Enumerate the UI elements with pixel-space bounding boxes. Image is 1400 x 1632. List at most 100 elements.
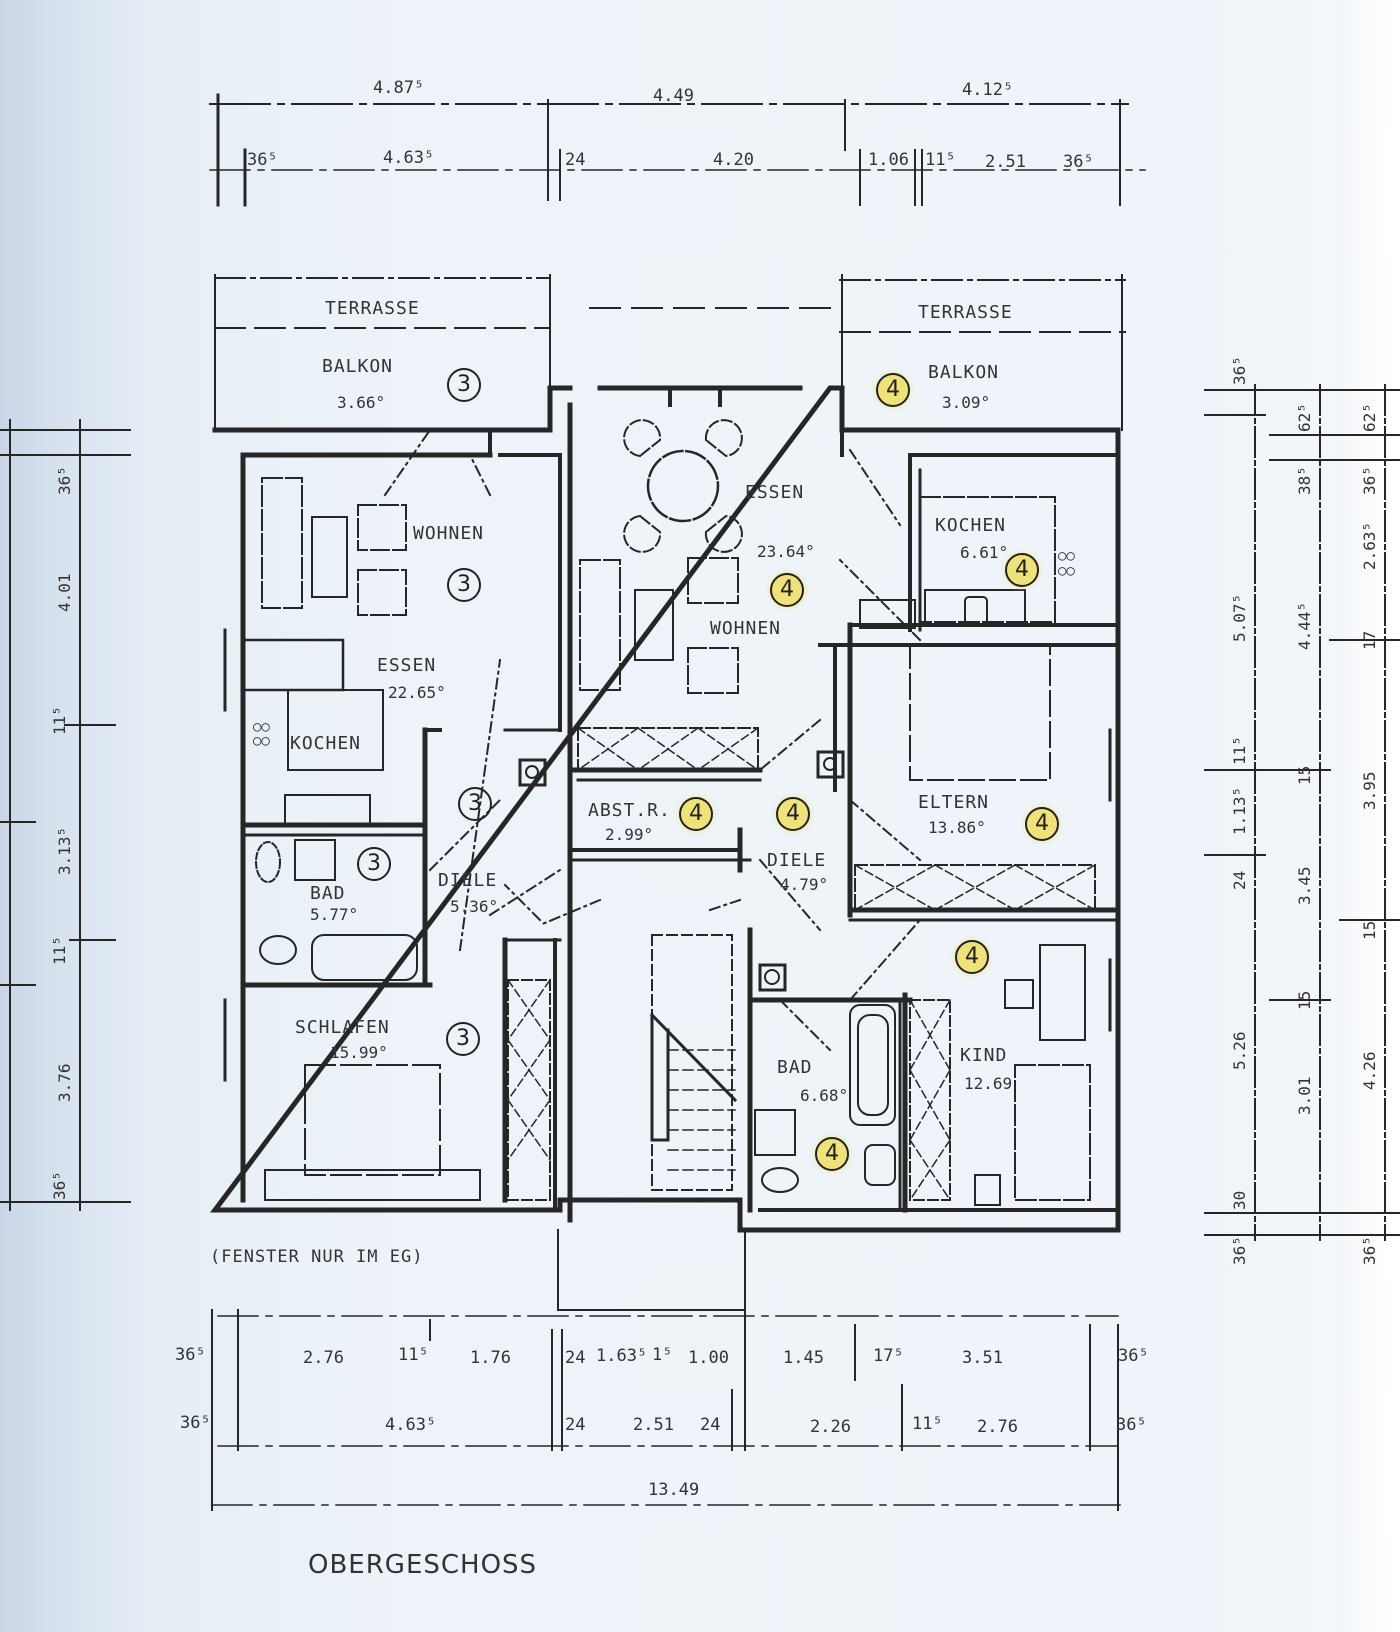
dim-bottom-1: 1.63⁵ xyxy=(596,1346,648,1366)
dim-right-b: 38⁵ xyxy=(1295,466,1314,495)
dim-right-c: 17 xyxy=(1360,630,1379,650)
room-area-bad-right: 6.68° xyxy=(800,1086,849,1105)
room-label-wohnen-left: WOHNEN xyxy=(413,523,485,544)
dim-right-a: 11⁵ xyxy=(1230,736,1249,765)
unit-badge-3: 3 xyxy=(447,368,481,402)
unit-badge-3: 3 xyxy=(446,1022,480,1056)
stove-icon: ○○○○ xyxy=(1058,548,1075,579)
dim-left: 11⁵ xyxy=(50,706,69,735)
room-label-terrasse-right: TERRASSE xyxy=(918,302,1013,323)
dim-right-a: 1.13⁵ xyxy=(1230,786,1249,835)
room-label-wohnen-right: WOHNEN xyxy=(710,618,782,639)
dim-left: 3.13⁵ xyxy=(55,826,74,875)
dim-right-b: 15 xyxy=(1295,765,1314,785)
dim-bottom-2: 36⁵ xyxy=(1116,1415,1147,1435)
unit-badge-4: 4 xyxy=(876,373,910,407)
dim-right-c: 36⁵ xyxy=(1360,466,1379,495)
unit-badge-4: 4 xyxy=(776,797,810,831)
dim-bottom-1: 17⁵ xyxy=(873,1346,904,1366)
dim-bottom-2: 36⁵ xyxy=(180,1413,211,1433)
room-area-bad-left: 5.77° xyxy=(310,905,359,924)
dim-bottom-2: 2.51 xyxy=(633,1415,674,1435)
room-area-abstr: 2.99° xyxy=(605,825,654,844)
dim-bottom-1: 24 xyxy=(565,1348,586,1368)
dim-bottom-total: 13.49 xyxy=(648,1480,700,1500)
dim-left: 36⁵ xyxy=(55,466,74,495)
room-area-diele-right: 4.79° xyxy=(780,875,829,894)
unit-badge-4: 4 xyxy=(1005,553,1039,587)
dim-left: 3.76 xyxy=(55,1063,74,1102)
room-label-bad-right: BAD xyxy=(777,1057,813,1078)
room-label-terrasse-left: TERRASSE xyxy=(325,298,420,319)
window-note: (FENSTER NUR IM EG) xyxy=(210,1247,424,1267)
dim-right-c: 15 xyxy=(1360,920,1379,940)
dim-top-inner: 4.20 xyxy=(713,150,754,170)
dim-top-outer: 4.87⁵ xyxy=(373,78,425,98)
dim-bottom-1: 1.00 xyxy=(688,1348,729,1368)
dim-bottom-1: 3.51 xyxy=(962,1348,1003,1368)
dim-bottom-2: 2.26 xyxy=(810,1417,851,1437)
dim-right-a: 5.07⁵ xyxy=(1230,593,1249,642)
unit-badge-3: 3 xyxy=(357,847,391,881)
room-label-diele-right: DIELE xyxy=(767,850,827,871)
dim-right-c: 3.95 xyxy=(1360,771,1379,810)
dim-top-inner: 11⁵ xyxy=(925,150,956,170)
room-area-diele-left: 5.36° xyxy=(450,897,499,916)
dim-top-inner: 4.63⁵ xyxy=(383,148,435,168)
dim-top-inner: 36⁵ xyxy=(247,150,278,170)
dim-bottom-1: 36⁵ xyxy=(175,1345,206,1365)
dim-top-inner: 2.51 xyxy=(985,152,1026,172)
dim-bottom-2: 2.76 xyxy=(977,1417,1018,1437)
dim-bottom-1: 2.76 xyxy=(303,1348,344,1368)
room-label-essen-right: ESSEN xyxy=(745,482,805,503)
room-label-kochen-right: KOCHEN xyxy=(935,515,1007,536)
floor-title: OBERGESCHOSS xyxy=(308,1550,538,1580)
dim-left: 4.01 xyxy=(55,573,74,612)
dim-bottom-1: 1.76 xyxy=(470,1348,511,1368)
dim-right-a: 5.26 xyxy=(1230,1031,1249,1070)
dim-right-b: 3.01 xyxy=(1295,1076,1314,1115)
dim-right-b: 3.45 xyxy=(1295,866,1314,905)
dim-bottom-2: 24 xyxy=(700,1415,721,1435)
dim-top-inner: 24 xyxy=(565,150,586,170)
unit-badge-4: 4 xyxy=(770,573,804,607)
dim-right-a: 30 xyxy=(1230,1190,1249,1210)
dim-right-a: 24 xyxy=(1230,870,1249,890)
room-area-kind: 12.69 xyxy=(964,1074,1013,1093)
room-label-eltern: ELTERN xyxy=(918,792,990,813)
room-label-kind: KIND xyxy=(960,1045,1008,1066)
dim-top-outer: 4.49 xyxy=(653,86,694,106)
dim-right-b: 62⁵ xyxy=(1295,403,1314,432)
stove-icon: ○○○○ xyxy=(253,719,270,749)
unit-badge-4: 4 xyxy=(815,1137,849,1171)
room-area-kochen-right: 6.61° xyxy=(960,543,1009,562)
room-label-diele-left: DIELE xyxy=(438,870,498,891)
dim-right-b: 4.44⁵ xyxy=(1295,601,1314,650)
dim-top-outer: 4.12⁵ xyxy=(962,80,1014,100)
room-label-balkon-right: BALKON xyxy=(928,362,1000,383)
dim-right-c: 4.26 xyxy=(1360,1051,1379,1090)
unit-badge-4: 4 xyxy=(679,797,713,831)
room-label-essen-left: ESSEN xyxy=(377,655,437,676)
dim-bottom-1: 1.45 xyxy=(783,1348,824,1368)
room-label-kochen-left: KOCHEN xyxy=(290,733,362,754)
dim-bottom-1: 1⁵ xyxy=(652,1345,673,1365)
dim-right-c: 62⁵ xyxy=(1360,403,1379,432)
dim-top-inner: 1.06 xyxy=(868,150,909,170)
dim-bottom-2: 11⁵ xyxy=(912,1414,943,1434)
room-area-schlafen: 15.99° xyxy=(330,1043,388,1062)
dim-bottom-1: 36⁵ xyxy=(1118,1346,1149,1366)
dim-right-a: 36⁵ xyxy=(1230,1236,1249,1265)
unit-badge-4: 4 xyxy=(1025,807,1059,841)
room-area-wohnen-right: 23.64° xyxy=(757,542,815,561)
dim-top-inner: 36⁵ xyxy=(1063,152,1094,172)
dim-right-c: 2.63⁵ xyxy=(1360,521,1379,570)
room-label-balkon-left: BALKON xyxy=(322,356,394,377)
room-area-balkon-right: 3.09° xyxy=(942,393,991,412)
dim-right-a: 36⁵ xyxy=(1230,356,1249,385)
dim-right-c: 36⁵ xyxy=(1360,1236,1379,1265)
unit-badge-3: 3 xyxy=(458,787,492,821)
dim-bottom-2: 4.63⁵ xyxy=(385,1415,437,1435)
room-area-essen-left: 22.65° xyxy=(388,683,446,702)
